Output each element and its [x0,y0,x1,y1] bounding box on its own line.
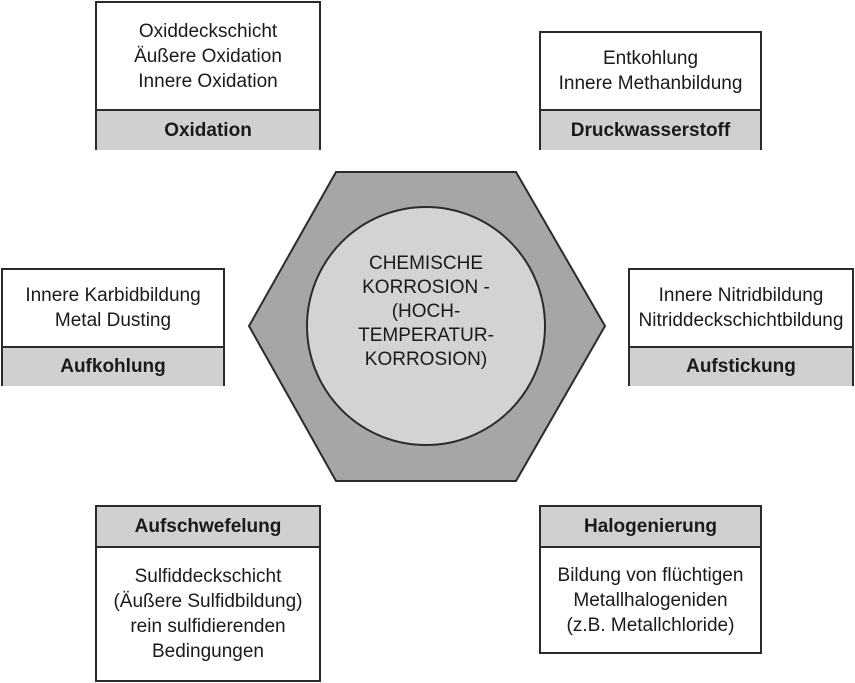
halogenierung-line: (z.B. Metallchloride) [566,614,735,636]
box-oxidation: Oxiddeckschicht Äußere Oxidation Innere … [95,1,321,150]
druckwasserstoff-header: Druckwasserstoff [541,109,760,150]
halogenierung-header: Halogenierung [541,507,760,548]
aufkohlung-header: Aufkohlung [3,346,223,386]
aufkohlung-line: Innere Karbidbildung [25,285,201,306]
oxidation-body: Oxiddeckschicht Äußere Oxidation Innere … [97,3,319,109]
center-line: TEMPERATUR- [358,325,494,346]
oxidation-line: Äußere Oxidation [134,45,282,67]
box-aufstickung: Innere Nitridbildung Nitriddeckschichtbi… [628,268,854,386]
aufschwefelung-line: rein sulfidierenden [130,616,286,637]
aufschwefelung-line: Bedingungen [152,641,264,662]
center-line: KORROSION - [362,277,490,298]
druckwasserstoff-line: Entkohlung [602,48,699,69]
box-halogenierung: Halogenierung Bildung von flüchtigen Met… [539,505,762,654]
aufstickung-line: Innere Nitridbildung [658,285,824,306]
center-circle [306,206,546,446]
druckwasserstoff-line: Innere Methanbildung [558,73,743,94]
halogenierung-line: Bildung von flüchtigen [557,564,744,586]
aufschwefelung-body: Sulfiddeckschicht (Äußere Sulfidbildung)… [97,548,319,680]
center-line: (HOCH- [391,301,461,322]
aufstickung-header: Aufstickung [630,346,852,386]
center-line: CHEMISCHE [368,253,483,274]
aufschwefelung-header: Aufschwefelung [97,507,319,548]
oxidation-header: Oxidation [97,109,319,150]
aufstickung-line: Nitriddeckschichtbildung [638,310,844,331]
aufkohlung-line: Metal Dusting [54,310,172,331]
box-aufkohlung: Innere Karbidbildung Metal Dusting Aufko… [1,268,225,386]
aufschwefelung-line: (Äußere Sulfidbildung) [113,591,303,612]
aufkohlung-body: Innere Karbidbildung Metal Dusting [3,270,223,346]
oxidation-line: Oxiddeckschicht [138,20,278,42]
center-label: CHEMISCHE KORROSION - (HOCH- TEMPERATUR-… [326,252,526,372]
box-druckwasserstoff: Entkohlung Innere Methanbildung Druckwas… [539,31,762,150]
oxidation-line: Innere Oxidation [138,70,278,92]
halogenierung-line: Metallhalogeniden [573,589,728,611]
druckwasserstoff-body: Entkohlung Innere Methanbildung [541,33,760,109]
center-line: KORROSION) [364,349,488,370]
aufschwefelung-line: Sulfiddeckschicht [134,566,282,587]
aufstickung-body: Innere Nitridbildung Nitriddeckschichtbi… [630,270,852,346]
halogenierung-body: Bildung von flüchtigen Metallhalogeniden… [541,548,760,652]
box-aufschwefelung: Aufschwefelung Sulfiddeckschicht (Äußere… [95,505,321,682]
